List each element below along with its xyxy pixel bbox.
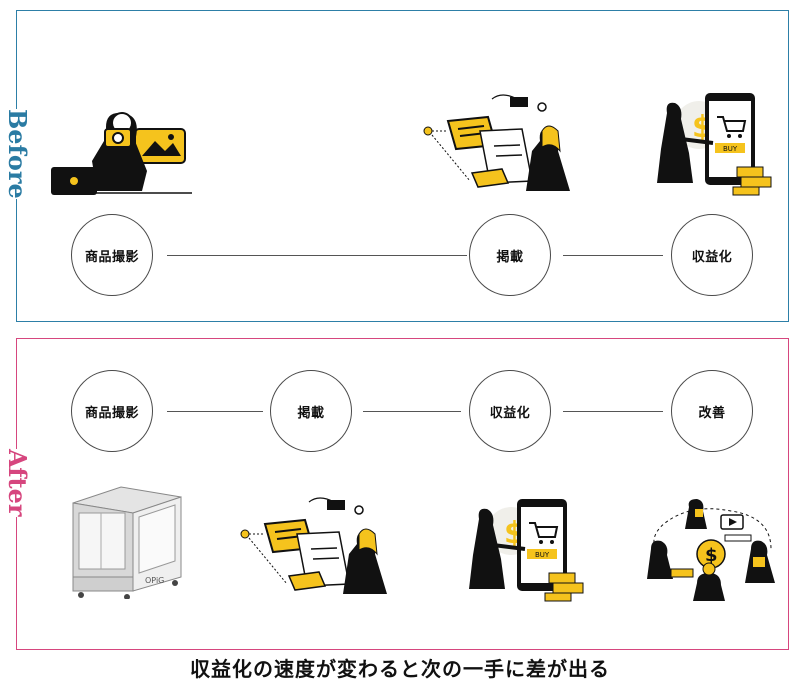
svg-text:$: $	[705, 545, 718, 566]
after-step-photo: 商品撮影	[71, 370, 153, 452]
after-listing-illustration	[240, 497, 387, 594]
team-improvement-illustration: $	[647, 499, 775, 601]
after-store-illustration: $ BUY	[469, 499, 584, 602]
photo-booth-machine: OPiG	[72, 486, 182, 599]
after-panel: After 商品撮影 掲載 収益化 改善 OPiG	[3, 338, 789, 650]
store-buy-button: BUY	[723, 145, 738, 153]
before-step-monetize: 収益化	[671, 214, 753, 296]
before-step-listing: 掲載	[469, 214, 551, 296]
after-step-improve: 改善	[671, 370, 753, 452]
after-connector-1	[167, 411, 263, 412]
store-illustration: $ BUY	[657, 93, 772, 196]
after-label: After	[3, 449, 32, 517]
after-connector-3	[563, 411, 663, 412]
before-panel: Before 商品撮影 掲載 収益化 $	[3, 10, 789, 322]
listing-illustration	[423, 94, 570, 191]
photographer-illustration	[51, 112, 192, 195]
caption: 収益化の速度が変わると次の一手に差が出る	[190, 657, 610, 681]
after-step-listing: 掲載	[270, 370, 352, 452]
after-store-buy-button: BUY	[535, 551, 550, 559]
before-step-photo: 商品撮影	[71, 214, 153, 296]
before-label: Before	[3, 109, 32, 199]
after-connector-2	[363, 411, 461, 412]
after-step-monetize: 収益化	[469, 370, 551, 452]
machine-brand-label: OPiG	[145, 576, 164, 585]
before-connector-1	[167, 255, 467, 256]
before-connector-2	[563, 255, 663, 256]
